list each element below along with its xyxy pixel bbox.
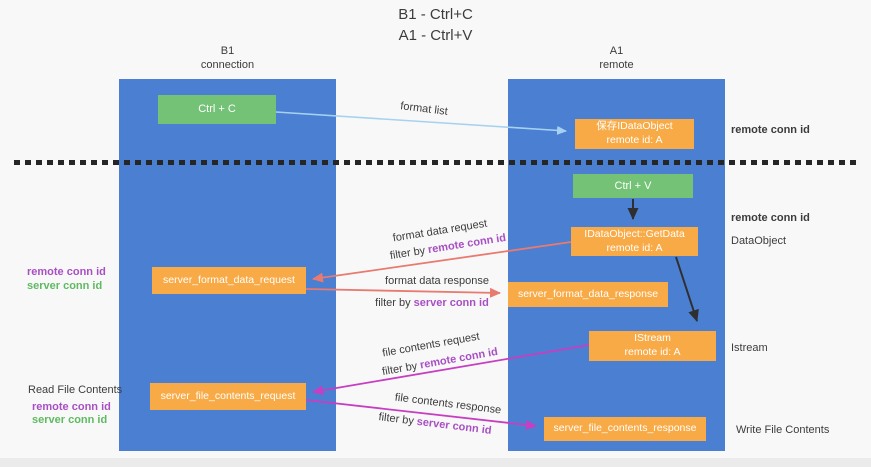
node-istream: IStream remote id: A xyxy=(589,331,716,361)
column-b1-role: connection xyxy=(200,58,255,71)
diagram-title: B1 - Ctrl+C A1 - Ctrl+V xyxy=(0,4,871,46)
side-label-read-file-contents: Read File Contents xyxy=(28,384,123,396)
node-istream-line1: IStream xyxy=(634,332,671,345)
node-server-format-data-request: server_format_data_request xyxy=(152,267,306,294)
side-label-left-conn-ids-2: remote conn id server conn id xyxy=(32,401,111,427)
node-istream-line2: remote id: A xyxy=(624,346,681,358)
remote-conn-id-text: remote conn id xyxy=(32,401,111,413)
node-ctrl-c-label: Ctrl + C xyxy=(198,103,236,116)
node-save-idataobject-line2: remote id: A xyxy=(606,134,663,146)
column-header-b1: B1 connection xyxy=(119,45,336,73)
column-b1-name: B1 xyxy=(220,45,235,57)
bottom-edge-strip xyxy=(0,458,871,467)
label-format-data-response: format data response xyxy=(385,275,489,287)
node-server-file-contents-response-label: server_file_contents_response xyxy=(553,422,697,435)
title-line-2: A1 - Ctrl+V xyxy=(398,27,473,44)
filter-by-text: filter by xyxy=(381,360,419,379)
node-ctrl-v: Ctrl + V xyxy=(573,174,693,198)
side-label-istream: Istream xyxy=(731,342,768,354)
node-server-format-data-response: server_format_data_response xyxy=(508,282,668,307)
node-save-idataobject: 保存IDataObject remote id: A xyxy=(575,119,694,149)
node-save-idataobject-line1: 保存IDataObject xyxy=(596,120,673,133)
title-line-1: B1 - Ctrl+C xyxy=(398,6,473,23)
node-server-format-data-request-label: server_format_data_request xyxy=(163,273,295,286)
side-label-left-conn-ids-1: remote conn id server conn id xyxy=(27,265,106,293)
node-getdata-line2: remote id: A xyxy=(606,241,663,254)
node-server-file-contents-request: server_file_contents_request xyxy=(150,383,306,410)
column-header-a1: A1 remote xyxy=(508,45,725,73)
server-conn-id-text: server conn id xyxy=(416,415,493,437)
node-idataobject-getdata: IDataObject::GetData remote id: A xyxy=(571,227,698,256)
server-conn-id-text: server conn id xyxy=(32,414,108,426)
node-server-file-contents-request-label: server_file_contents_request xyxy=(160,389,296,402)
side-label-dataobject: DataObject xyxy=(731,235,787,247)
column-a1-role: remote xyxy=(599,58,634,71)
label-format-list: format list xyxy=(399,100,449,118)
server-conn-id-text: server conn id xyxy=(27,280,103,292)
server-conn-id-text: server conn id xyxy=(413,297,489,309)
filter-by-text: filter by xyxy=(389,244,427,263)
node-server-format-data-response-label: server_format_data_response xyxy=(517,287,659,300)
column-a1-name: A1 xyxy=(609,45,624,57)
filter-by-text: filter by xyxy=(377,411,415,428)
session-divider-dashed-line xyxy=(14,160,856,165)
filter-by-text: filter by xyxy=(375,297,411,309)
remote-conn-id-text: remote conn id xyxy=(27,266,106,278)
node-getdata-line1: IDataObject::GetData xyxy=(584,227,685,240)
side-label-remote-conn-id-mid: remote conn id xyxy=(731,212,810,224)
node-ctrl-v-label: Ctrl + V xyxy=(614,179,652,192)
side-label-remote-conn-id-top: remote conn id xyxy=(731,124,810,136)
node-server-file-contents-response: server_file_contents_response xyxy=(544,417,706,441)
side-label-write-file-contents: Write File Contents xyxy=(736,424,830,436)
node-ctrl-c: Ctrl + C xyxy=(158,95,276,124)
